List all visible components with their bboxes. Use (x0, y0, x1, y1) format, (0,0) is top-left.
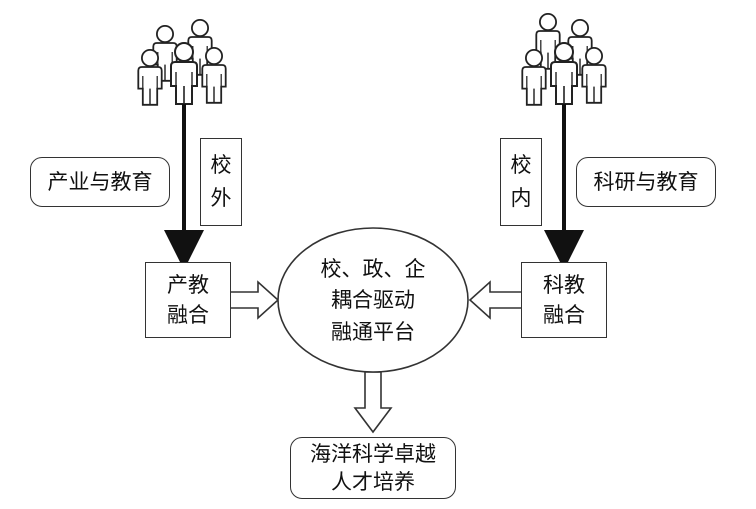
left-hollow-arrow (229, 280, 280, 320)
right-side-label-text: 科研与教育 (593, 169, 699, 194)
left-side-label: 产业与教育 (30, 157, 170, 207)
down-hollow-arrow (353, 371, 393, 434)
bottom-node: 海洋科学卓越 人才培养 (290, 437, 456, 499)
right-side-label: 科研与教育 (576, 157, 716, 207)
left-node: 产教 融合 (145, 262, 231, 338)
right-hollow-arrow (468, 280, 523, 320)
left-vertical-label: 校 外 (200, 138, 242, 226)
people-group-icon (137, 18, 227, 106)
center-node: 校、政、企 耦合驱动 融通平台 (320, 256, 426, 344)
center-ellipse (277, 227, 469, 373)
people-group-icon (521, 12, 607, 106)
left-side-label-text: 产业与教育 (47, 169, 153, 194)
right-node: 科教 融合 (521, 262, 607, 338)
right-vertical-label: 校 内 (500, 138, 542, 226)
